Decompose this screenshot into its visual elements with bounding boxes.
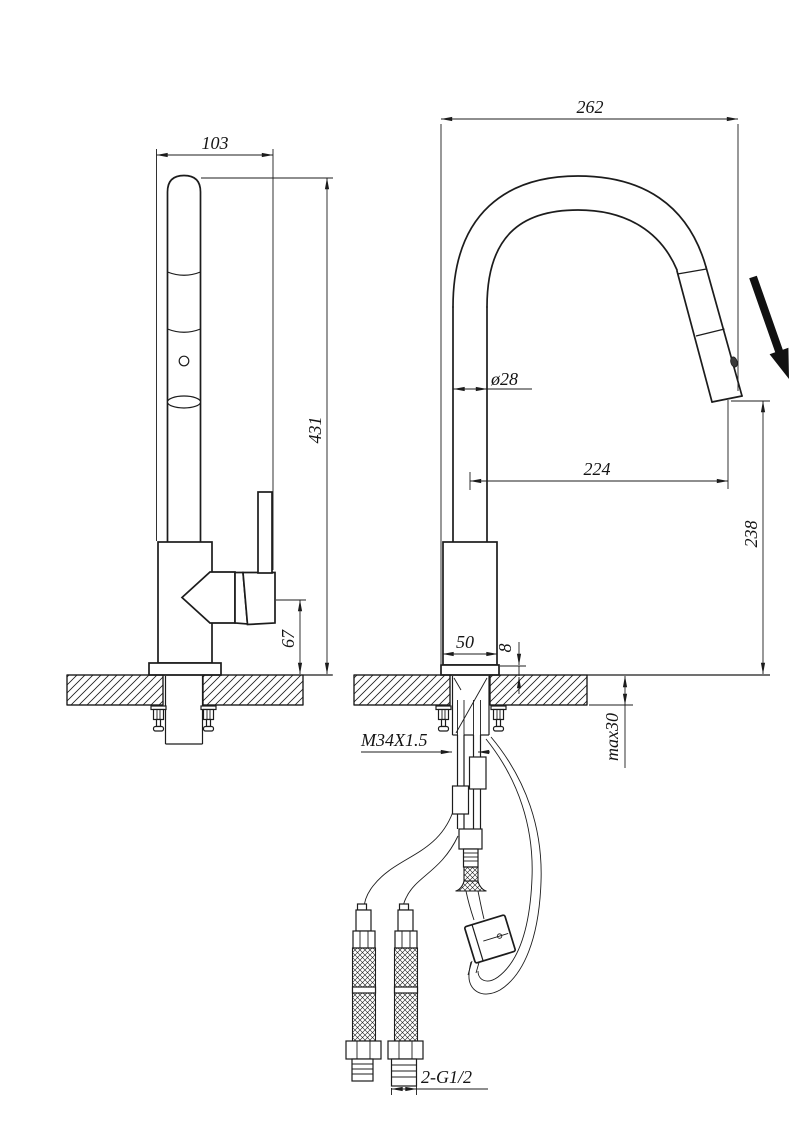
dim-label-50: 50 bbox=[456, 632, 474, 652]
hose-strain-relief bbox=[455, 880, 487, 892]
mounting-stud bbox=[150, 705, 167, 732]
side-countertop-section bbox=[66, 674, 332, 706]
front-base-flange bbox=[440, 664, 500, 676]
thread-end bbox=[351, 1058, 374, 1082]
dim-label-67: 67 bbox=[278, 629, 298, 648]
side-spout-body bbox=[166, 174, 202, 543]
side-base-flange bbox=[148, 662, 222, 676]
side-dimensions: 103 431 67 bbox=[156, 133, 333, 676]
dim-label-224: 224 bbox=[584, 459, 611, 479]
side-mounting-shank bbox=[164, 676, 204, 745]
supply-hose-curve bbox=[363, 812, 453, 910]
spray-mode-button-icon bbox=[730, 356, 738, 368]
hex-nut bbox=[387, 1040, 424, 1060]
front-dimensions: 262 ø28 224 238 50 8 max30 M34X1 bbox=[360, 97, 770, 1095]
dim-label-431: 431 bbox=[305, 417, 325, 444]
spray-head bbox=[676, 266, 743, 403]
dim-label-g12: 2-G1/2 bbox=[421, 1067, 472, 1087]
hose-connector bbox=[451, 785, 470, 815]
dim-label-103: 103 bbox=[202, 133, 229, 153]
spray-button-icon bbox=[178, 355, 190, 367]
handle-body bbox=[242, 571, 276, 626]
hex-nut bbox=[345, 1040, 382, 1060]
pull-direction-arrow-icon bbox=[749, 275, 789, 379]
handle-lever bbox=[257, 491, 273, 574]
supply-hose-right bbox=[387, 903, 424, 1087]
side-handle bbox=[180, 491, 276, 626]
hose-weight bbox=[464, 914, 516, 964]
mounting-stud bbox=[490, 705, 507, 732]
front-base-body bbox=[442, 541, 498, 666]
thread-end bbox=[390, 1058, 418, 1087]
side-view: 103 431 67 bbox=[66, 133, 333, 745]
mounting-stud bbox=[200, 705, 217, 732]
dim-label-238: 238 bbox=[741, 521, 761, 548]
pull-out-hose-loop bbox=[465, 736, 542, 995]
front-countertop-section bbox=[353, 674, 770, 706]
hose-crimp-sleeve bbox=[463, 866, 479, 882]
outlet-coupling bbox=[458, 828, 483, 850]
dim-label-dia28: ø28 bbox=[490, 369, 518, 389]
supply-hose-left bbox=[345, 903, 382, 1082]
gooseneck-spout bbox=[452, 175, 707, 543]
dim-label-262: 262 bbox=[577, 97, 604, 117]
supply-tube-connectors bbox=[451, 735, 487, 892]
dim-label-8: 8 bbox=[495, 644, 515, 653]
spout-collar-ring bbox=[166, 395, 202, 409]
dim-label-max30: max30 bbox=[602, 713, 622, 761]
supply-hose-curve bbox=[402, 835, 459, 910]
front-mounting-shank bbox=[451, 676, 490, 736]
coupling-rings bbox=[462, 848, 479, 868]
hose-connector bbox=[468, 756, 487, 790]
spray-head-joint-line bbox=[167, 328, 201, 333]
dim-label-m34x15: M34X1.5 bbox=[360, 730, 428, 750]
mounting-stud bbox=[435, 705, 452, 732]
spray-head-joint-line bbox=[167, 271, 201, 276]
front-view: 262 ø28 224 238 50 8 max30 M34X1 bbox=[345, 97, 789, 1095]
